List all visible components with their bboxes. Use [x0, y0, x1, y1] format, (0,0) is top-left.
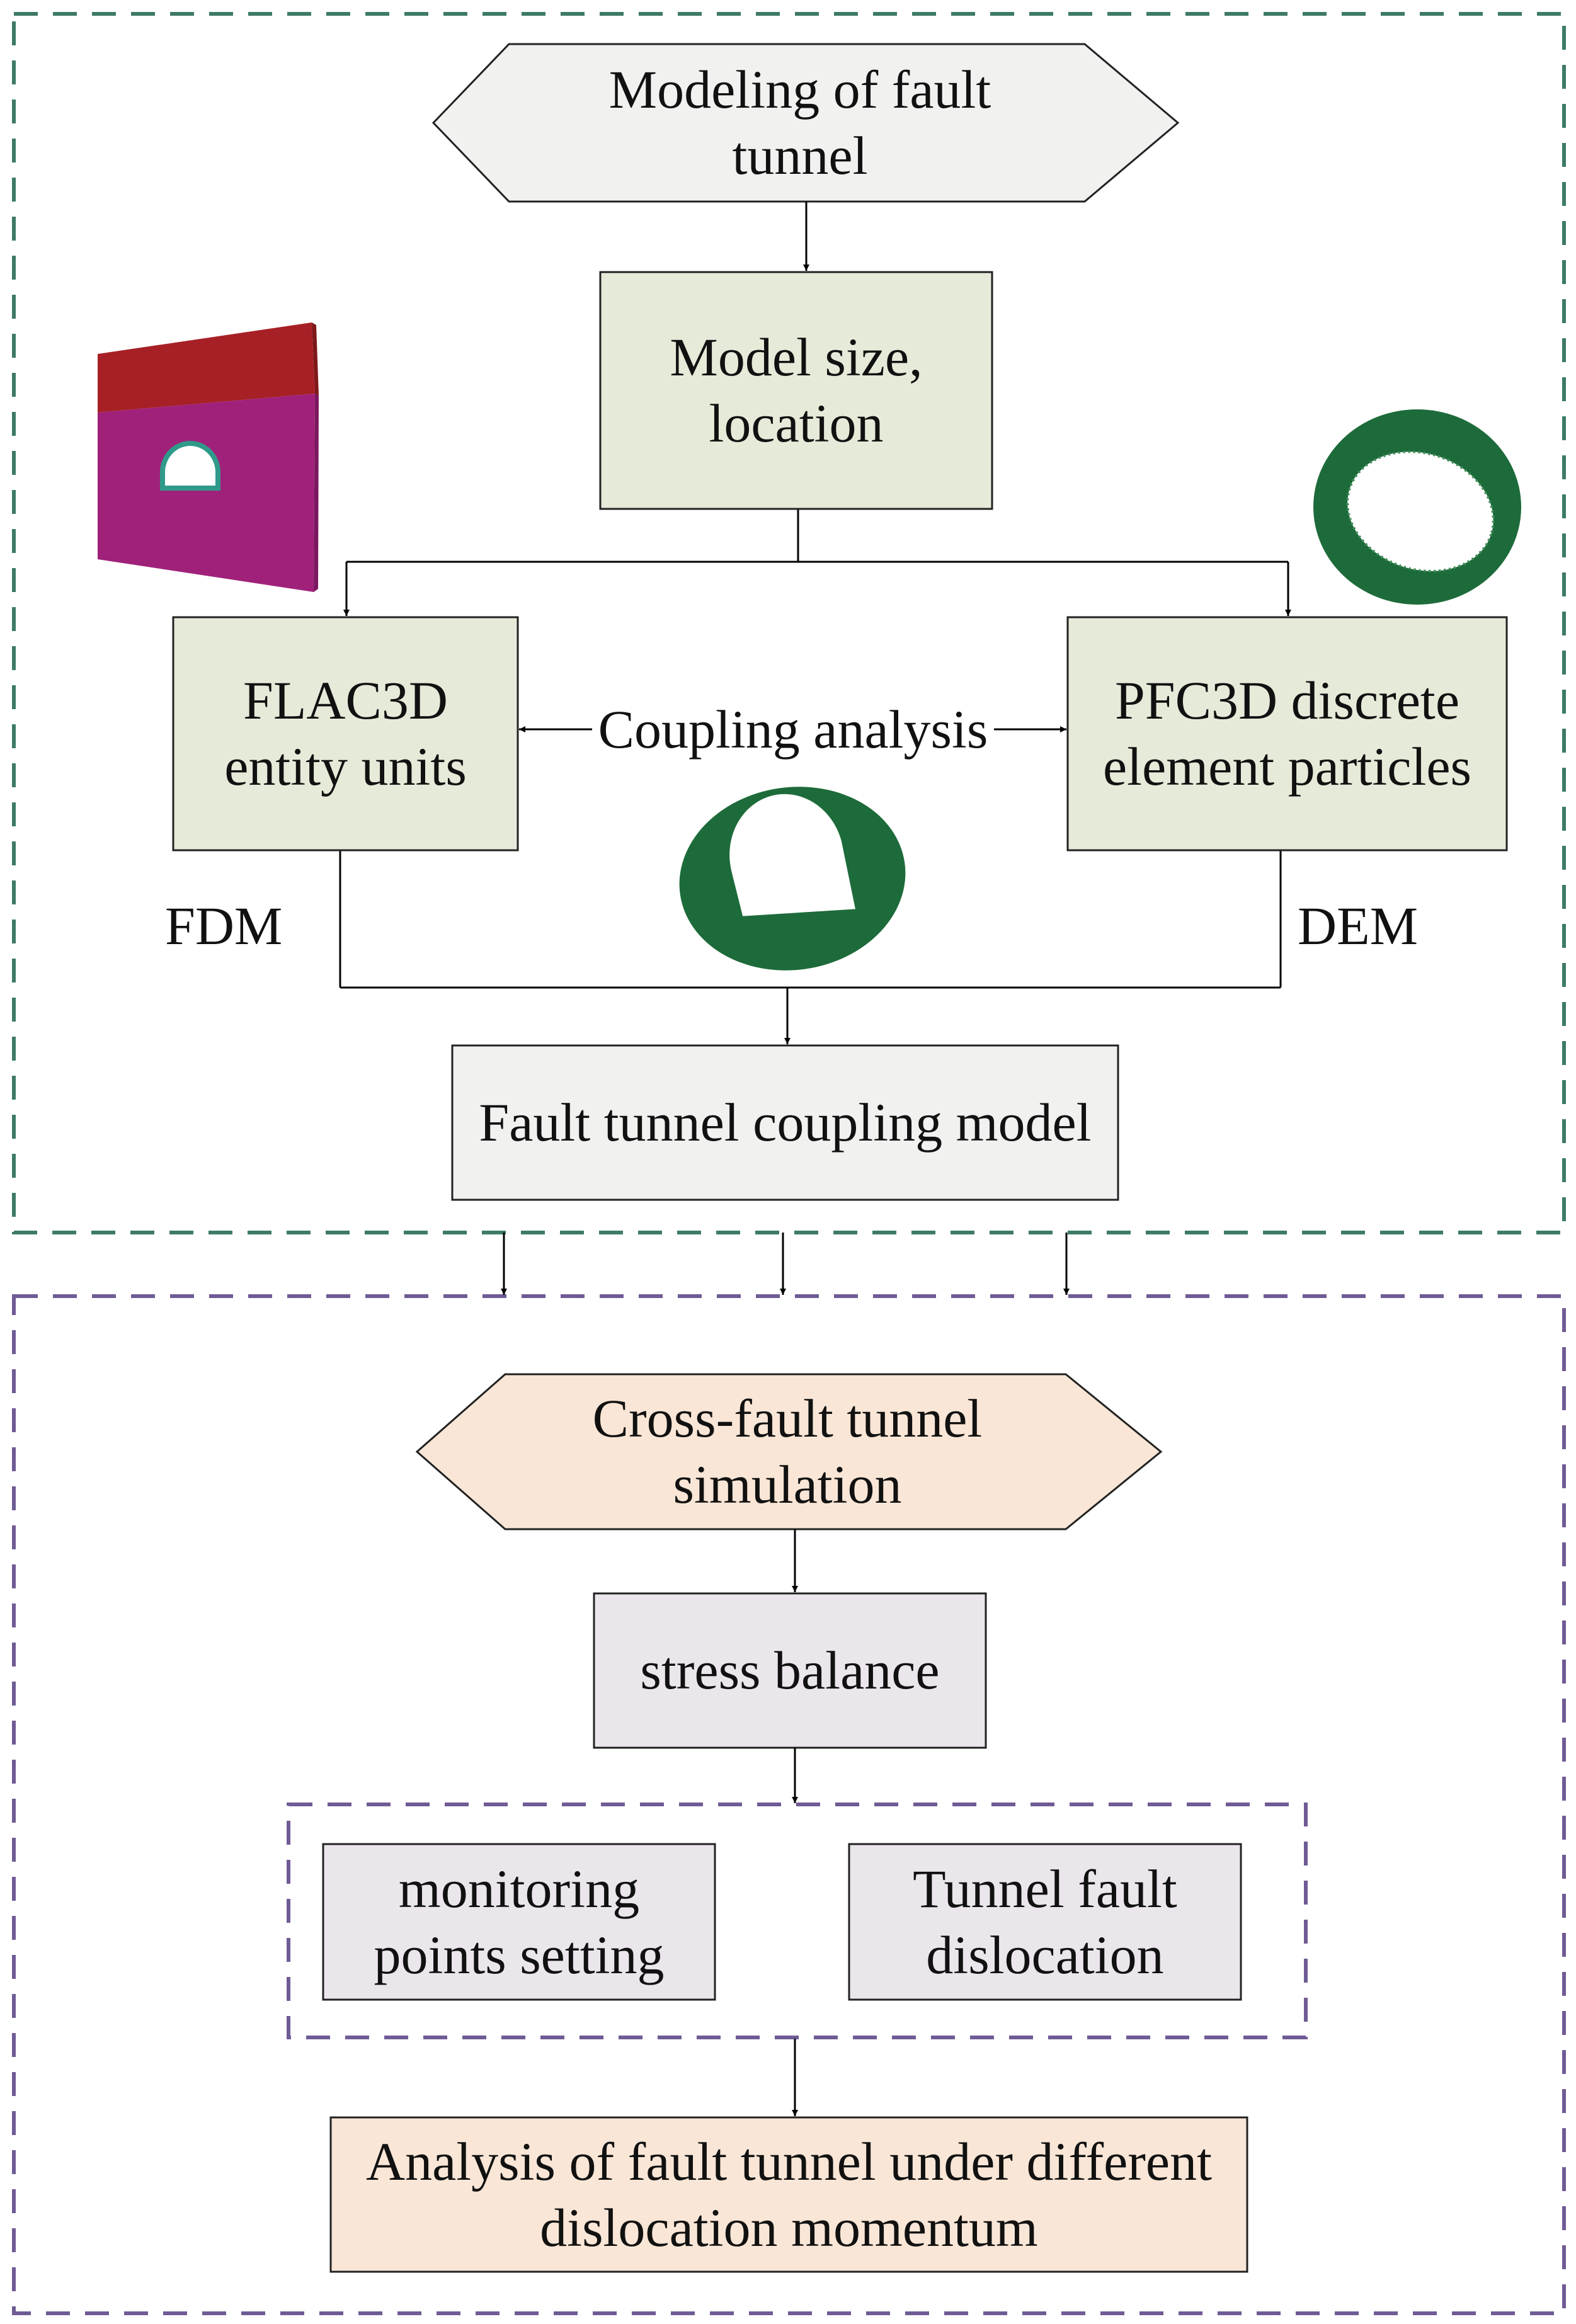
monitoring-label: monitoring points setting [374, 1858, 665, 1985]
fdm-label: FDM [165, 896, 283, 956]
flac3d-block-image [98, 322, 319, 592]
flac3d-box [172, 616, 519, 852]
stress-balance-box [593, 1592, 987, 1749]
top-section-frame [12, 12, 1566, 1234]
inner-parallel-frame [287, 1803, 1308, 2039]
flac3d-label: FLAC3D entity units [224, 670, 467, 797]
pfc3d-label: PFC3D discrete element particles [1103, 670, 1471, 797]
dislocation-label: Tunnel fault dislocation [913, 1858, 1177, 1985]
coupling-model-box [451, 1044, 1119, 1201]
model-size-label: Model size, location [670, 327, 923, 453]
coupled-tunnel-ring-image [679, 787, 906, 971]
arrows [343, 202, 1291, 2116]
dislocation-box [848, 1843, 1242, 2001]
analysis-label: Analysis of fault tunnel under different… [366, 2131, 1212, 2258]
coupling-analysis-label: Coupling analysis [598, 699, 988, 760]
modeling-label: Modeling of fault tunnel [608, 59, 991, 186]
model-size-box [599, 271, 993, 510]
analysis-box [329, 2116, 1248, 2273]
stress-balance-label: stress balance [640, 1640, 940, 1700]
monitoring-box [322, 1843, 716, 2001]
cross-fault-label: Cross-fault tunnel simulation [592, 1388, 983, 1515]
coupling-model-label: Fault tunnel coupling model [479, 1092, 1092, 1153]
modeling-hexagon [431, 43, 1180, 203]
cross-fault-hexagon [415, 1373, 1163, 1530]
pfc3d-box [1066, 616, 1508, 852]
dem-label: DEM [1298, 896, 1419, 956]
connector-lines [339, 509, 1288, 989]
pfc3d-particle-ring-image [1313, 409, 1521, 605]
bottom-section-frame [12, 1294, 1566, 2315]
